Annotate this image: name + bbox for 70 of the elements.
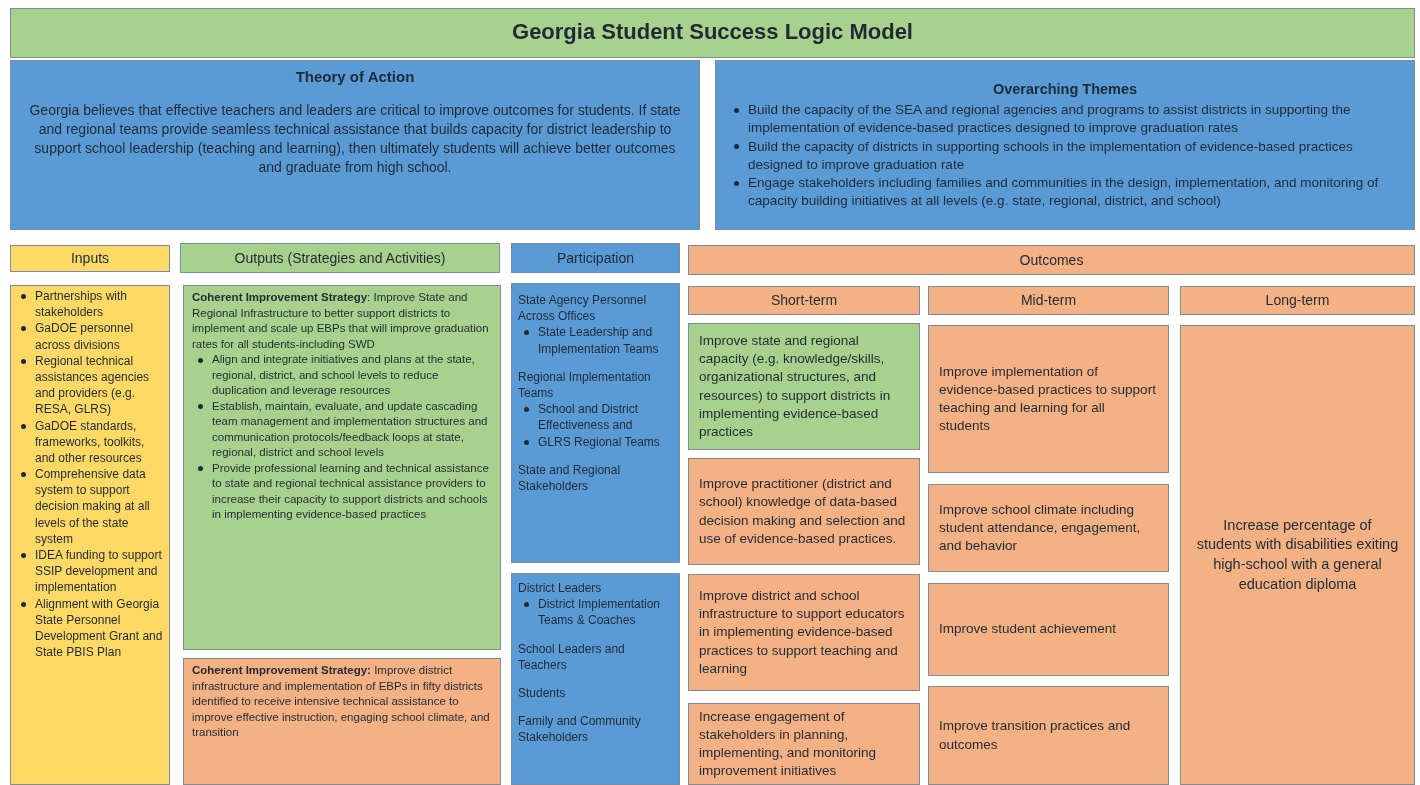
text-paragraph: Students — [518, 684, 567, 702]
outcome-box — [1180, 325, 1415, 785]
outcome-box — [688, 574, 920, 691]
text-paragraph: Improve school climate including student attendance, engagement, and behavior — [939, 500, 1142, 556]
text-paragraph: School Leaders and Teachers — [518, 640, 626, 673]
outcome-box — [928, 686, 1169, 785]
bullet-item: GaDOE personnel across divisions — [15, 320, 163, 353]
strategy-box — [183, 285, 501, 650]
text-paragraph: Improve implementation of evidence-based practices to support teaching and learning for all students — [939, 362, 1157, 436]
column-label: Outcomes — [1018, 250, 1085, 270]
column-label: Outputs (Strategies and Activities) — [233, 248, 447, 268]
bullet-item: GaDOE standards, frameworks, toolkits, and other resources — [15, 417, 163, 467]
title-band — [10, 8, 1415, 58]
outcome-box — [928, 325, 1169, 473]
participants-box — [511, 573, 680, 785]
text-paragraph: Improve district and school infrastructure to support educators in implementing evidence-based practices to support teaching and learning — [699, 586, 906, 678]
bullet-item: Regional technical assistances agencies and providers (e.g. RESA, GLRS) — [15, 352, 163, 418]
bullet-item: Alignment with Georgia State Personnel Development Grant and State PBIS Plan — [15, 595, 163, 661]
text-paragraph: Family and Community Stakeholders — [518, 713, 642, 746]
themes-panel — [715, 60, 1415, 230]
text-paragraph: Improve student achievement — [939, 620, 1118, 639]
outcome-box — [928, 583, 1169, 676]
bullet-item: Build the capacity of the SEA and regional agencies and programs to assist districts in supporting the implementation of evidence-based practices designed to improve graduation rates — [728, 101, 1402, 138]
column-label: Mid-term — [1019, 291, 1078, 310]
outcome-box — [688, 323, 920, 450]
column-label: Short-term — [769, 291, 839, 310]
column-header — [688, 286, 920, 315]
column-header — [688, 245, 1415, 275]
bullet-item: GLRS Regional Teams — [518, 433, 673, 450]
panel-heading: Theory of Action — [294, 67, 416, 87]
strategy-box — [183, 658, 501, 785]
text-paragraph: Improve transition practices and outcomes — [939, 717, 1132, 754]
bullet-item: IDEA funding to support SSIP development and implementation — [15, 547, 163, 596]
column-header — [1180, 286, 1415, 315]
outcome-box — [928, 484, 1169, 572]
text-paragraph: Increase percentage of students with disabilities exiting high-school with a general education diploma — [1195, 515, 1400, 594]
bullet-item: District Implementation Teams & Coaches — [518, 596, 673, 629]
text-paragraph: Coherent Improvement Strategy: Improve district infrastructure and implementation of EBPs in fifty districts identified to receive intensive technical assistance to improve effective instruction, engaging school climate, and transition — [192, 663, 491, 741]
text-paragraph: Improve state and regional capacity (e.g. knowledge/skills, organizational structures, and resources) to support districts in implementing evidence-based practices — [699, 331, 892, 441]
column-label: Long-term — [1264, 291, 1331, 310]
column-header — [511, 243, 680, 273]
bullet-item: Engage stakeholders including families and communities in the design, implementation, and monitoring of capacity building initiatives at all levels (e.g. state, regional, district, and school) — [728, 174, 1402, 211]
outcome-box — [688, 703, 920, 785]
text-paragraph: Increase engagement of stakeholders in planning, implementing, and monitoring improvement initiatives — [699, 707, 878, 781]
text-paragraph: Regional Implementation Teams — [518, 368, 652, 402]
bullet-item: Comprehensive data system to support decision making at all levels of the state system — [15, 466, 163, 547]
text-paragraph: State Agency Personnel Across Offices — [518, 292, 648, 325]
text-paragraph: District Leaders — [518, 580, 603, 597]
text-paragraph: State and Regional Stakeholders — [518, 461, 622, 495]
text-paragraph: Coherent Improvement Strategy: Improve State and Regional Infrastructure to better support districts to implement and scale up EBPs that will improve graduation rates for all students-including SWD — [192, 290, 490, 352]
text-paragraph: Improve practitioner (district and school) knowledge of data-based decision making and selection and use of evidence-based practices. — [699, 475, 907, 548]
inputs-box — [10, 285, 170, 785]
panel-heading: Overarching Themes — [991, 79, 1139, 99]
bullet-item: Align and integrate initiatives and plans at the state, regional, district, and school levels to reduce duplication and leverage resources — [192, 352, 492, 399]
theory-panel — [10, 60, 700, 230]
outcome-box — [688, 458, 920, 565]
bullet-item: Build the capacity of districts in supporting schools in the implementation of evidence-based practices designed to improve graduation rate — [728, 137, 1402, 174]
column-header — [180, 243, 500, 273]
column-header — [928, 286, 1169, 315]
participants-box — [511, 283, 680, 563]
text-paragraph: Georgia believes that effective teachers and leaders are critical to improve outcomes for students. If state and regional teams provide seamless technical assistance that builds capacity for district leadership to support school leadership (teaching and learning), then ultimately students will achieve better outcomes and graduate from high school. — [28, 101, 682, 177]
column-label: Participation — [555, 248, 635, 268]
bullet-item: State Leadership and Implementation Teams — [518, 324, 673, 357]
bullet-item: Establish, maintain, evaluate, and update cascading team management and implementation structures and communication protocols/feedback loops at state, regional, district and school levels — [192, 398, 492, 461]
bullet-item: Provide professional learning and technical assistance to state and regional technical assistance providers to increase their capacity to support districts and schools in implementing evidence-based practices — [192, 460, 492, 523]
bullet-item: Partnerships with stakeholders — [15, 288, 163, 321]
column-header — [10, 245, 170, 272]
column-label: Inputs — [69, 249, 111, 268]
bullet-item: School and District Effectiveness and — [518, 401, 673, 434]
title-label: Georgia Student Success Logic Model — [511, 18, 914, 47]
